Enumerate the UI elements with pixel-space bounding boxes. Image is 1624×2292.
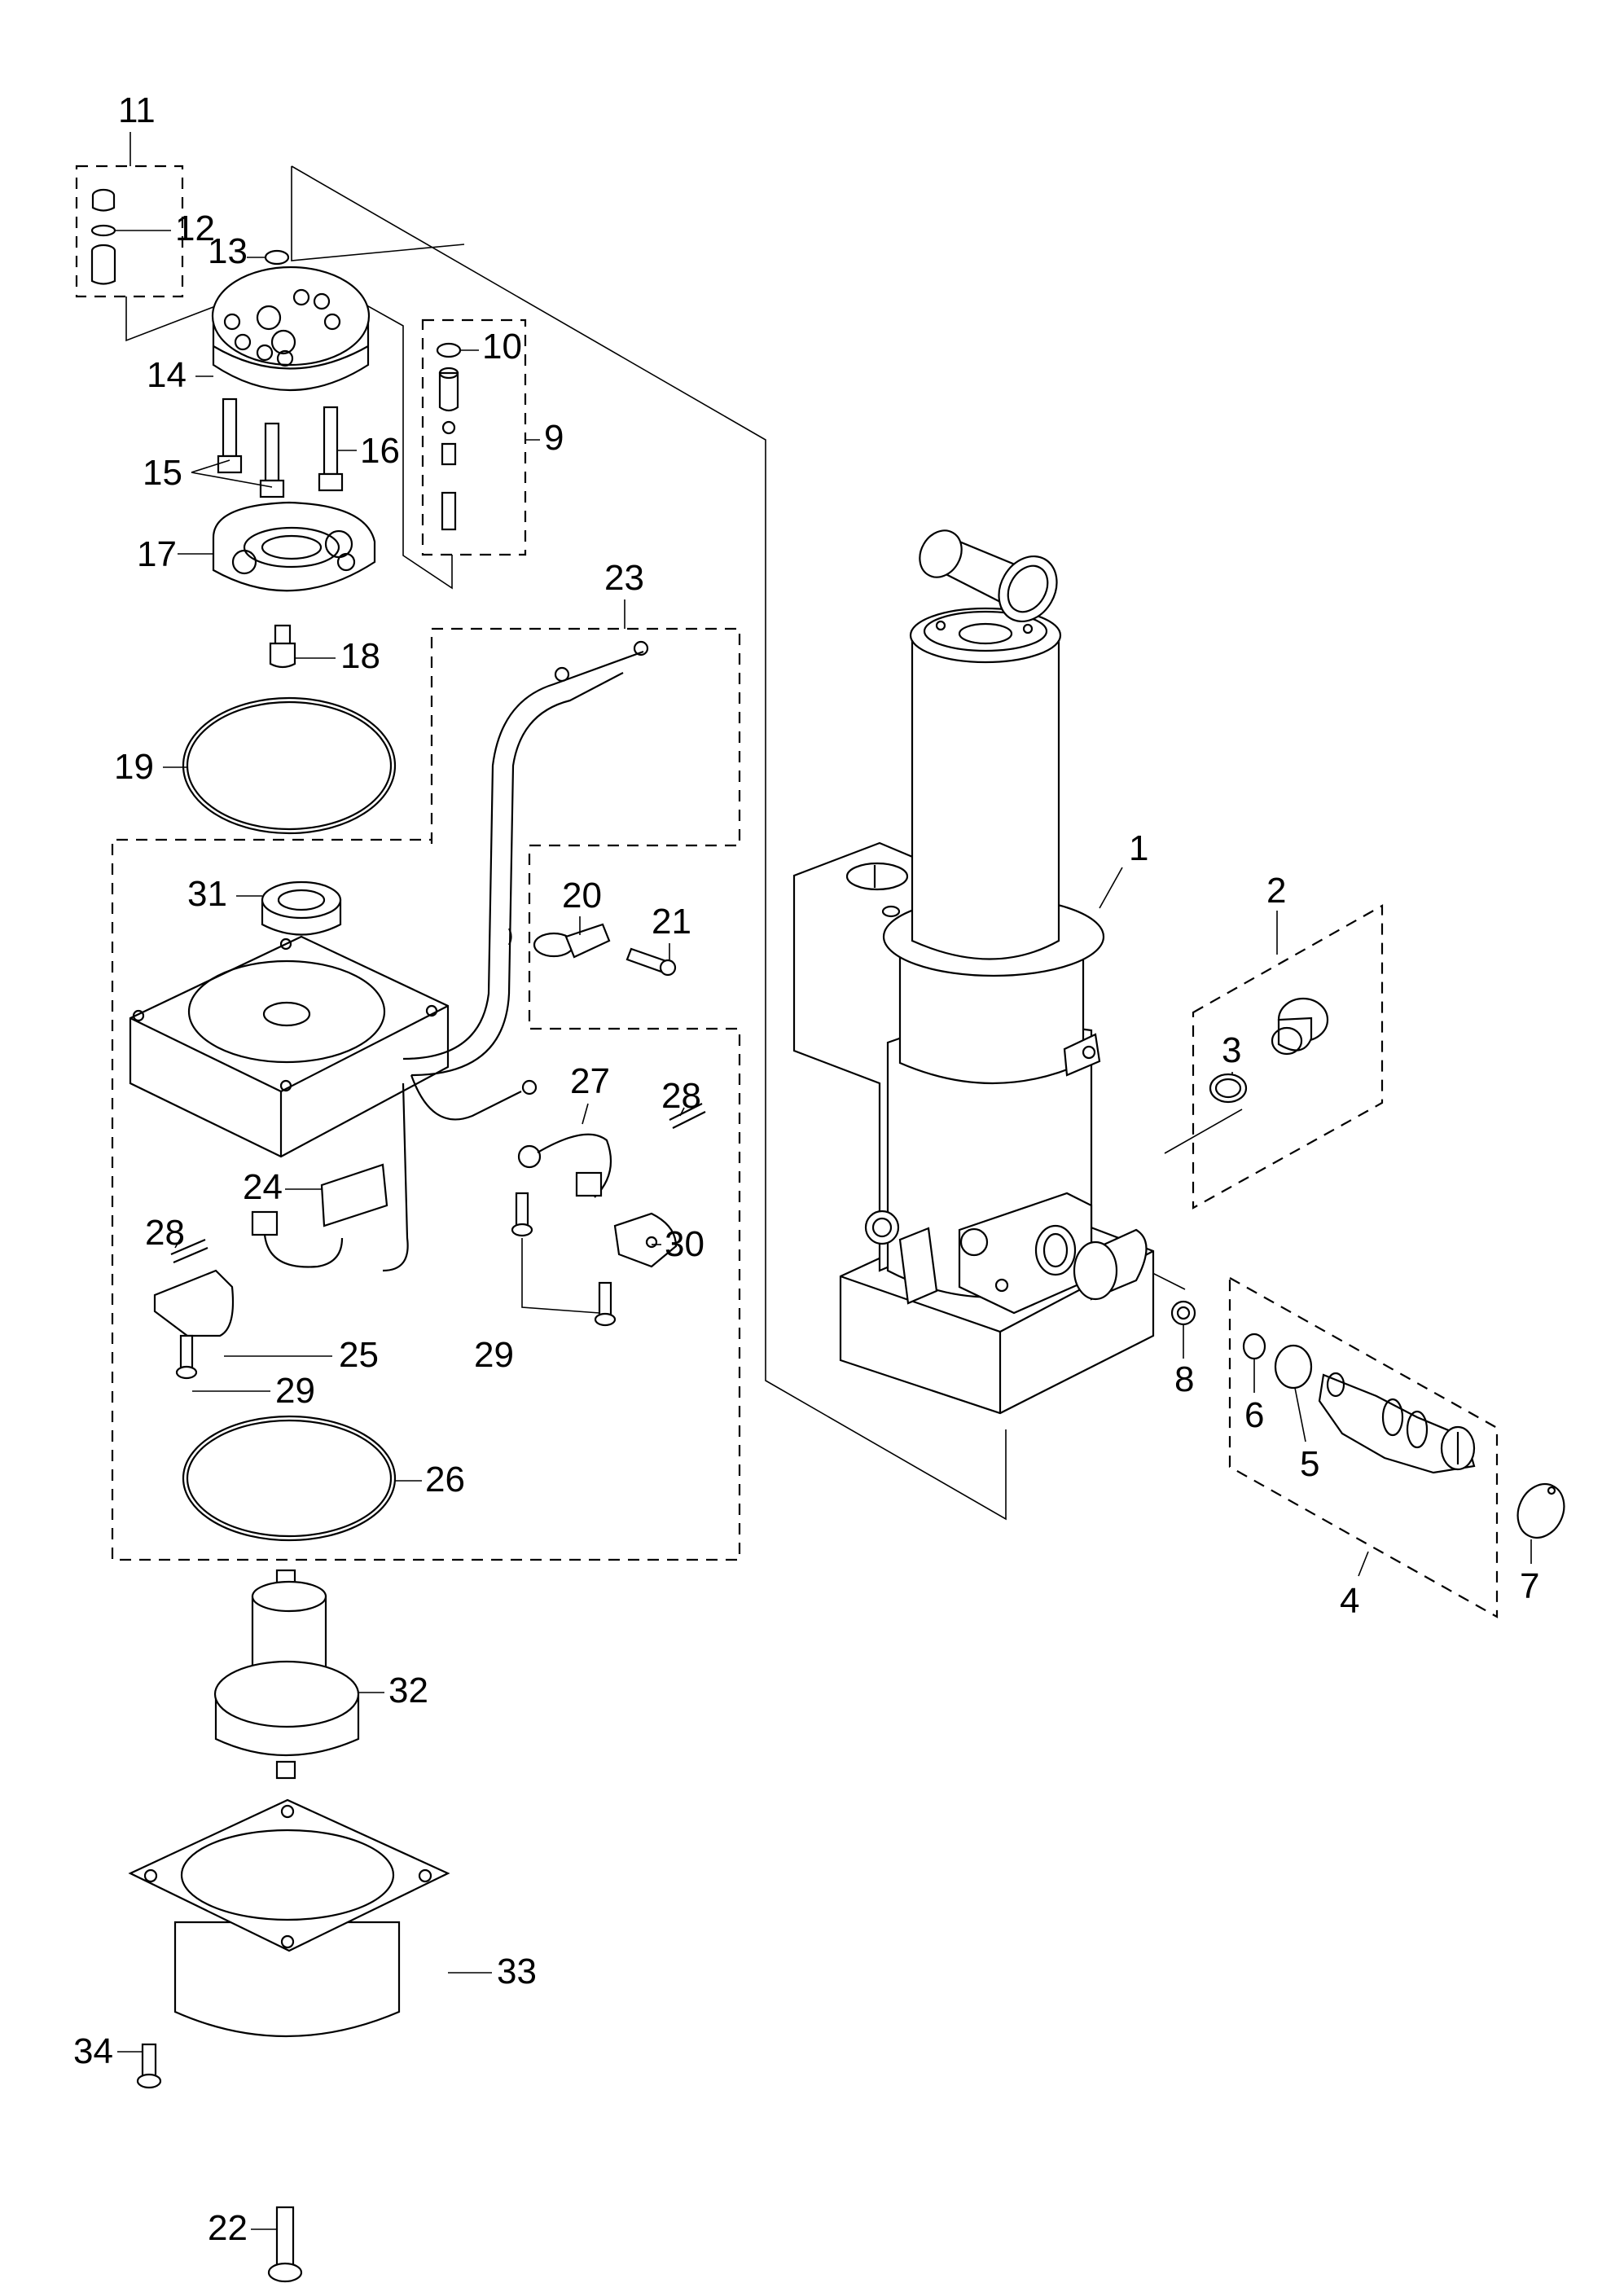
part-34-screw — [136, 2043, 162, 2089]
part-14-gear-pump-housing — [211, 266, 371, 391]
callout-label-7: 7 — [1520, 1566, 1539, 1606]
callout-label-23: 23 — [604, 558, 644, 598]
group-box-2 — [1192, 904, 1384, 1210]
part-32-armature — [213, 1569, 360, 1780]
callout-label-10: 10 — [482, 327, 522, 367]
part-26-o-ring — [182, 1415, 397, 1542]
part-4-manual-valve — [1318, 1372, 1476, 1474]
callout-label-3: 3 — [1222, 1030, 1241, 1070]
callout-label-34: 34 — [73, 2031, 113, 2071]
leader-line-l5 — [1294, 1387, 1306, 1442]
callout-label-6: 6 — [1244, 1395, 1264, 1435]
callout-label-32: 32 — [388, 1671, 428, 1710]
part-19-o-ring — [182, 696, 397, 835]
callout-label-8: 8 — [1174, 1359, 1194, 1399]
part-1-tilt-cylinder — [792, 529, 1155, 1415]
part-20-clamp — [533, 923, 611, 959]
group-boxes — [75, 165, 1499, 1618]
callout-label-19: 19 — [114, 747, 154, 787]
callout-label-21: 21 — [652, 902, 691, 942]
part-30-brush-holder — [613, 1212, 678, 1268]
callout-label-24: 24 — [243, 1167, 283, 1207]
part-8-filter — [1170, 1300, 1196, 1326]
group-box-9 — [421, 318, 527, 556]
callout-label-29a: 29 — [474, 1335, 514, 1375]
callout-label-20: 20 — [562, 876, 602, 915]
callout-label-25: 25 — [339, 1335, 379, 1375]
callout-label-31: 31 — [187, 874, 227, 914]
part-29-screws — [175, 1192, 617, 1380]
part-24-brush-holder — [251, 1163, 388, 1268]
callout-label-28a: 28 — [661, 1076, 701, 1116]
group-box-4 — [1228, 1276, 1499, 1618]
leader-line-l28a — [679, 1107, 685, 1117]
callout-label-29b: 29 — [275, 1371, 315, 1411]
callout-label-13: 13 — [208, 231, 248, 271]
group-box-23 — [111, 627, 741, 1561]
callout-label-5: 5 — [1300, 1444, 1319, 1484]
callout-label-15: 15 — [143, 453, 182, 493]
callout-label-18: 18 — [340, 636, 380, 676]
callout-label-1: 1 — [1129, 828, 1148, 868]
part-25-brush-plate — [153, 1269, 235, 1337]
part-27-brush-lead — [517, 1133, 612, 1198]
part-21-screw — [625, 947, 677, 977]
callout-label-22: 22 — [208, 2208, 248, 2248]
leader-line-l27 — [582, 1103, 589, 1125]
callout-label-30: 30 — [665, 1224, 704, 1264]
callout-label-16: 16 — [360, 431, 400, 471]
callout-label-33: 33 — [497, 1952, 537, 1991]
part-11-valve — [90, 188, 116, 285]
leader-line-l4 — [1358, 1551, 1369, 1577]
part-7-circlip — [1516, 1483, 1565, 1539]
part-22-bolt — [267, 2206, 303, 2283]
part-31-bearing — [261, 880, 342, 936]
leader-line-l28b — [174, 1237, 182, 1249]
part-28-spring-b — [170, 1238, 208, 1264]
part-17-gear-pump-cover — [212, 501, 376, 592]
callout-label-12: 12 — [175, 209, 215, 248]
callout-label-4: 4 — [1340, 1581, 1359, 1621]
part-33-stator — [128, 1798, 450, 2038]
part-15-bolts — [217, 397, 285, 498]
callout-label-2: 2 — [1266, 871, 1286, 911]
part-5-o-ring — [1274, 1344, 1313, 1390]
part-23-motor-base — [129, 640, 649, 1272]
callout-label-17: 17 — [137, 534, 177, 574]
part-2-plug — [1271, 997, 1329, 1056]
leader-line-l1 — [1099, 867, 1123, 909]
callout-label-26: 26 — [425, 1460, 465, 1499]
part-18-joint — [269, 624, 296, 669]
part-6-o-ring — [1242, 1333, 1266, 1360]
part-9-valve — [436, 342, 462, 531]
part-28-spring — [669, 1103, 706, 1129]
callout-label-27: 27 — [570, 1061, 610, 1101]
part-16-bolt — [318, 406, 344, 492]
leader-line-l15 — [191, 459, 273, 488]
callout-label-11: 11 — [118, 90, 156, 130]
callout-label-28b: 28 — [145, 1213, 185, 1253]
part-13-o-ring — [264, 249, 290, 266]
callout-label-14: 14 — [147, 355, 187, 395]
callout-label-9: 9 — [544, 418, 564, 458]
